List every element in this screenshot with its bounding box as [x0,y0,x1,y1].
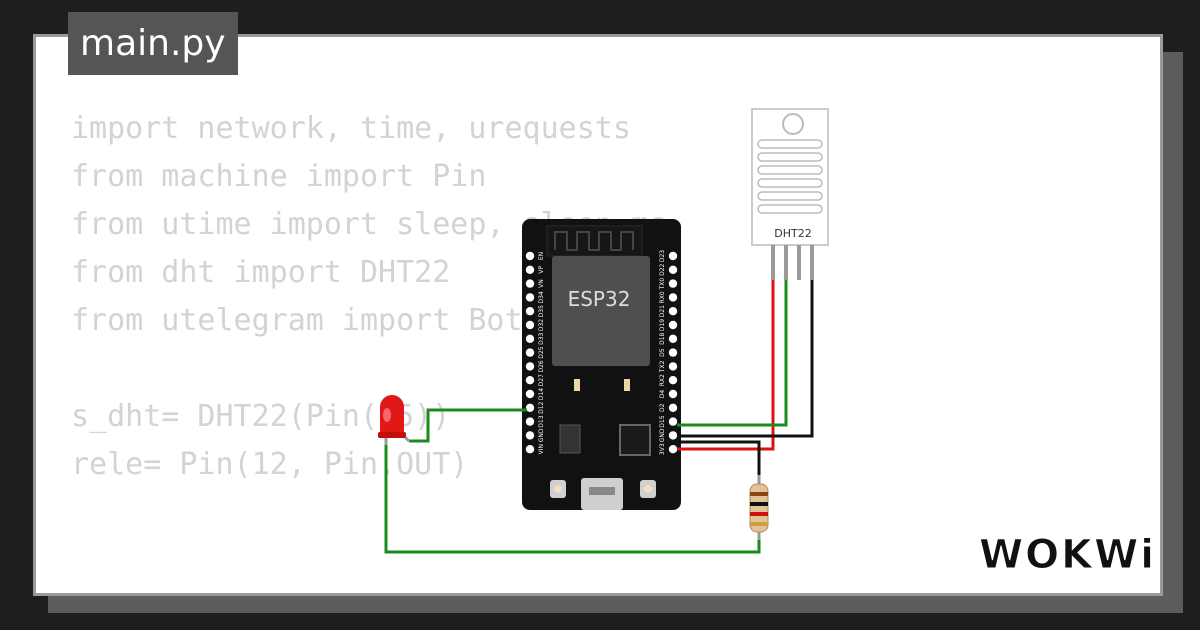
pin-pad[interactable] [668,376,678,385]
pin-label: D32 [538,319,545,331]
code-preview: import network, time, urequests from mach… [71,105,1064,593]
pin-pad[interactable] [525,445,535,454]
code-line: from dht import DHT22 [71,255,451,290]
right-pin-header: D23D22TX0RX0D21D19D18D5TX2RX2D4D2D15GND3… [659,250,678,455]
pin-pad[interactable] [668,389,678,399]
pin-pad[interactable] [525,403,535,412]
pin-label: VIN [538,444,545,454]
pin-label: RX2 [659,374,666,386]
pin-pad[interactable] [525,348,535,357]
pin-label: D19 [659,319,666,331]
wire-sensor-data [677,280,788,427]
pin-pad[interactable] [525,376,535,385]
code-line: import network, time, urequests [71,111,631,146]
pin-label: D14 [538,388,545,400]
wire-resistor-top [677,440,761,480]
pin-label: D34 [538,291,545,303]
pin-label: D23 [659,250,666,262]
pin-label: D35 [538,305,545,317]
wire-sensor-vcc [677,280,775,451]
pin-label: TX2 [659,360,666,373]
esp32-board-icon[interactable]: ESP32 ENVPVND34D35D32D33D25D26D27D14D12D… [522,219,681,510]
pin-pad[interactable] [525,389,535,399]
pin-label: TX0 [659,278,666,291]
pin-pad[interactable] [525,431,535,440]
pin-label: D15 [659,415,666,427]
pin-label: VP [538,266,545,274]
pin-label: EN [538,252,545,260]
sensor-label: DHT22 [774,227,811,240]
pin-label: GND [659,428,666,442]
file-tab[interactable]: main.py [68,12,238,75]
pin-pad[interactable] [525,307,535,316]
pin-pad[interactable] [525,293,535,302]
usb-chip-icon [619,424,651,456]
pin-label: D5 [659,348,666,357]
pin-pad[interactable] [668,445,678,454]
pin-pad[interactable] [525,417,535,426]
pin-label: RX0 [659,291,666,303]
pin-pad[interactable] [668,431,678,440]
pin-pad[interactable] [668,320,678,330]
pin-pad[interactable] [525,320,535,330]
pin-pad[interactable] [668,293,678,302]
pin-pad[interactable] [668,265,678,274]
pin-pad[interactable] [525,362,535,371]
wires [384,280,814,554]
pin-pad[interactable] [668,307,678,316]
pin-label: D4 [659,390,666,399]
pin-label: D2 [659,403,666,412]
pin-label: D12 [538,401,545,413]
pin-pad[interactable] [668,417,678,426]
code-line: s_dht= DHT22(Pin(15)) [71,399,451,434]
led-red-icon[interactable] [378,395,411,445]
pin-label: 3V3 [659,443,666,455]
pin-label: D33 [538,332,545,344]
wokwi-logo: WOKWi [979,532,1155,579]
pin-label: VN [538,279,545,288]
wire-led-to-resistor [384,440,761,554]
pin-pad[interactable] [525,279,535,288]
pin-label: D22 [659,263,666,275]
chip-module [552,256,650,366]
pin-label: D26 [538,360,545,372]
code-line: from machine import Pin [71,159,487,194]
pin-pad[interactable] [525,265,535,274]
dht22-sensor-icon[interactable]: DHT22 [751,108,829,280]
pin-pad[interactable] [525,251,535,261]
pin-label: D25 [538,346,545,358]
regulator-icon [559,424,581,454]
antenna-icon [554,231,634,251]
pin-pad[interactable] [668,403,678,412]
code-line: rele= Pin(12, Pin.OUT) [71,447,469,482]
code-line: TOKEN = '6322153848:AAESNUrV6mwHyPFCUnRl… [71,585,1064,593]
resistor-icon[interactable] [749,475,769,540]
logo-text: WOKWi [979,532,1155,578]
pin-pad[interactable] [668,348,678,357]
code-line: from utelegram import Bot [71,303,523,338]
pin-label: GND [538,428,545,442]
wire-sensor-gnd [677,280,814,438]
pin-pad[interactable] [668,334,678,343]
pin-pad[interactable] [525,334,535,343]
pin-label: D27 [538,374,545,386]
pin-pad[interactable] [668,279,678,288]
pin-pad[interactable] [668,251,678,261]
pin-pad[interactable] [668,362,678,371]
pin-label: D21 [659,305,666,317]
pin-label: D13 [538,415,545,427]
pin-label: D18 [659,332,666,344]
chip-label: ESP32 [568,287,631,311]
wire-led-to-d12 [409,408,527,443]
